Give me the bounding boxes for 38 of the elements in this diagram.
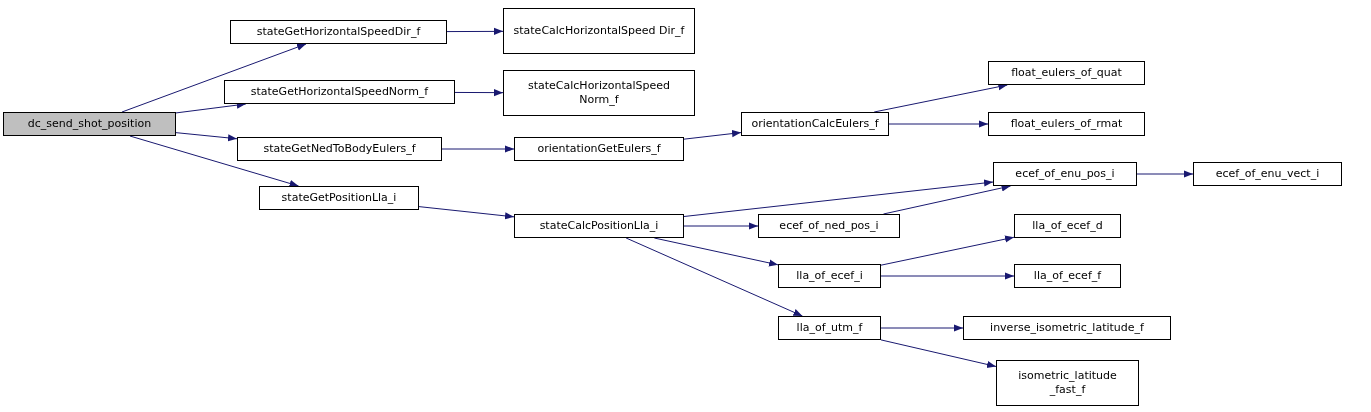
function-box: orientationGetEulers_f xyxy=(514,137,684,161)
function-box: stateCalcPositionLla_i xyxy=(514,214,684,238)
function-box: ecef_of_enu_pos_i xyxy=(993,162,1137,186)
function-box: stateCalcHorizontalSpeed Dir_f xyxy=(503,8,695,54)
function-box: float_eulers_of_rmat xyxy=(988,112,1145,136)
arrow xyxy=(880,235,1015,266)
function-box: float_eulers_of_quat xyxy=(988,61,1145,85)
function-box: inverse_isometric_latitude_f xyxy=(963,316,1171,340)
arrow xyxy=(888,120,989,128)
function-box: isometric_latitude _fast_f xyxy=(996,360,1139,406)
arrow xyxy=(683,130,742,140)
arrow xyxy=(454,89,504,97)
arrow xyxy=(441,145,515,153)
arrow xyxy=(1136,170,1194,178)
function-box: dc_send_shot_position xyxy=(3,112,176,136)
function-box: lla_of_ecef_f xyxy=(1014,264,1121,288)
function-box: stateCalcHorizontalSpeed Norm_f xyxy=(503,70,695,116)
function-box: stateGetNedToBodyEulers_f xyxy=(237,137,442,161)
function-box: ecef_of_enu_vect_i xyxy=(1193,162,1342,186)
function-box: stateGetHorizontalSpeedNorm_f xyxy=(224,80,455,104)
function-box: ecef_of_ned_pos_i xyxy=(758,214,900,238)
arrow xyxy=(683,179,994,217)
function-box: stateGetHorizontalSpeedDir_f xyxy=(230,20,447,44)
arrow xyxy=(418,206,515,220)
function-box: lla_of_ecef_d xyxy=(1014,214,1121,238)
arrow xyxy=(880,339,997,368)
function-box: stateGetPositionLla_i xyxy=(259,186,419,210)
arrow xyxy=(880,272,1015,280)
arrow xyxy=(129,135,300,187)
function-box: orientationCalcEulers_f xyxy=(741,112,889,136)
arrow xyxy=(683,222,759,230)
arrow xyxy=(880,324,964,332)
arrow xyxy=(175,132,238,142)
function-box: lla_of_ecef_i xyxy=(778,264,881,288)
arrow xyxy=(121,43,307,113)
arrow xyxy=(446,27,504,35)
arrow xyxy=(625,237,803,317)
function-box: lla_of_utm_f xyxy=(778,316,881,340)
